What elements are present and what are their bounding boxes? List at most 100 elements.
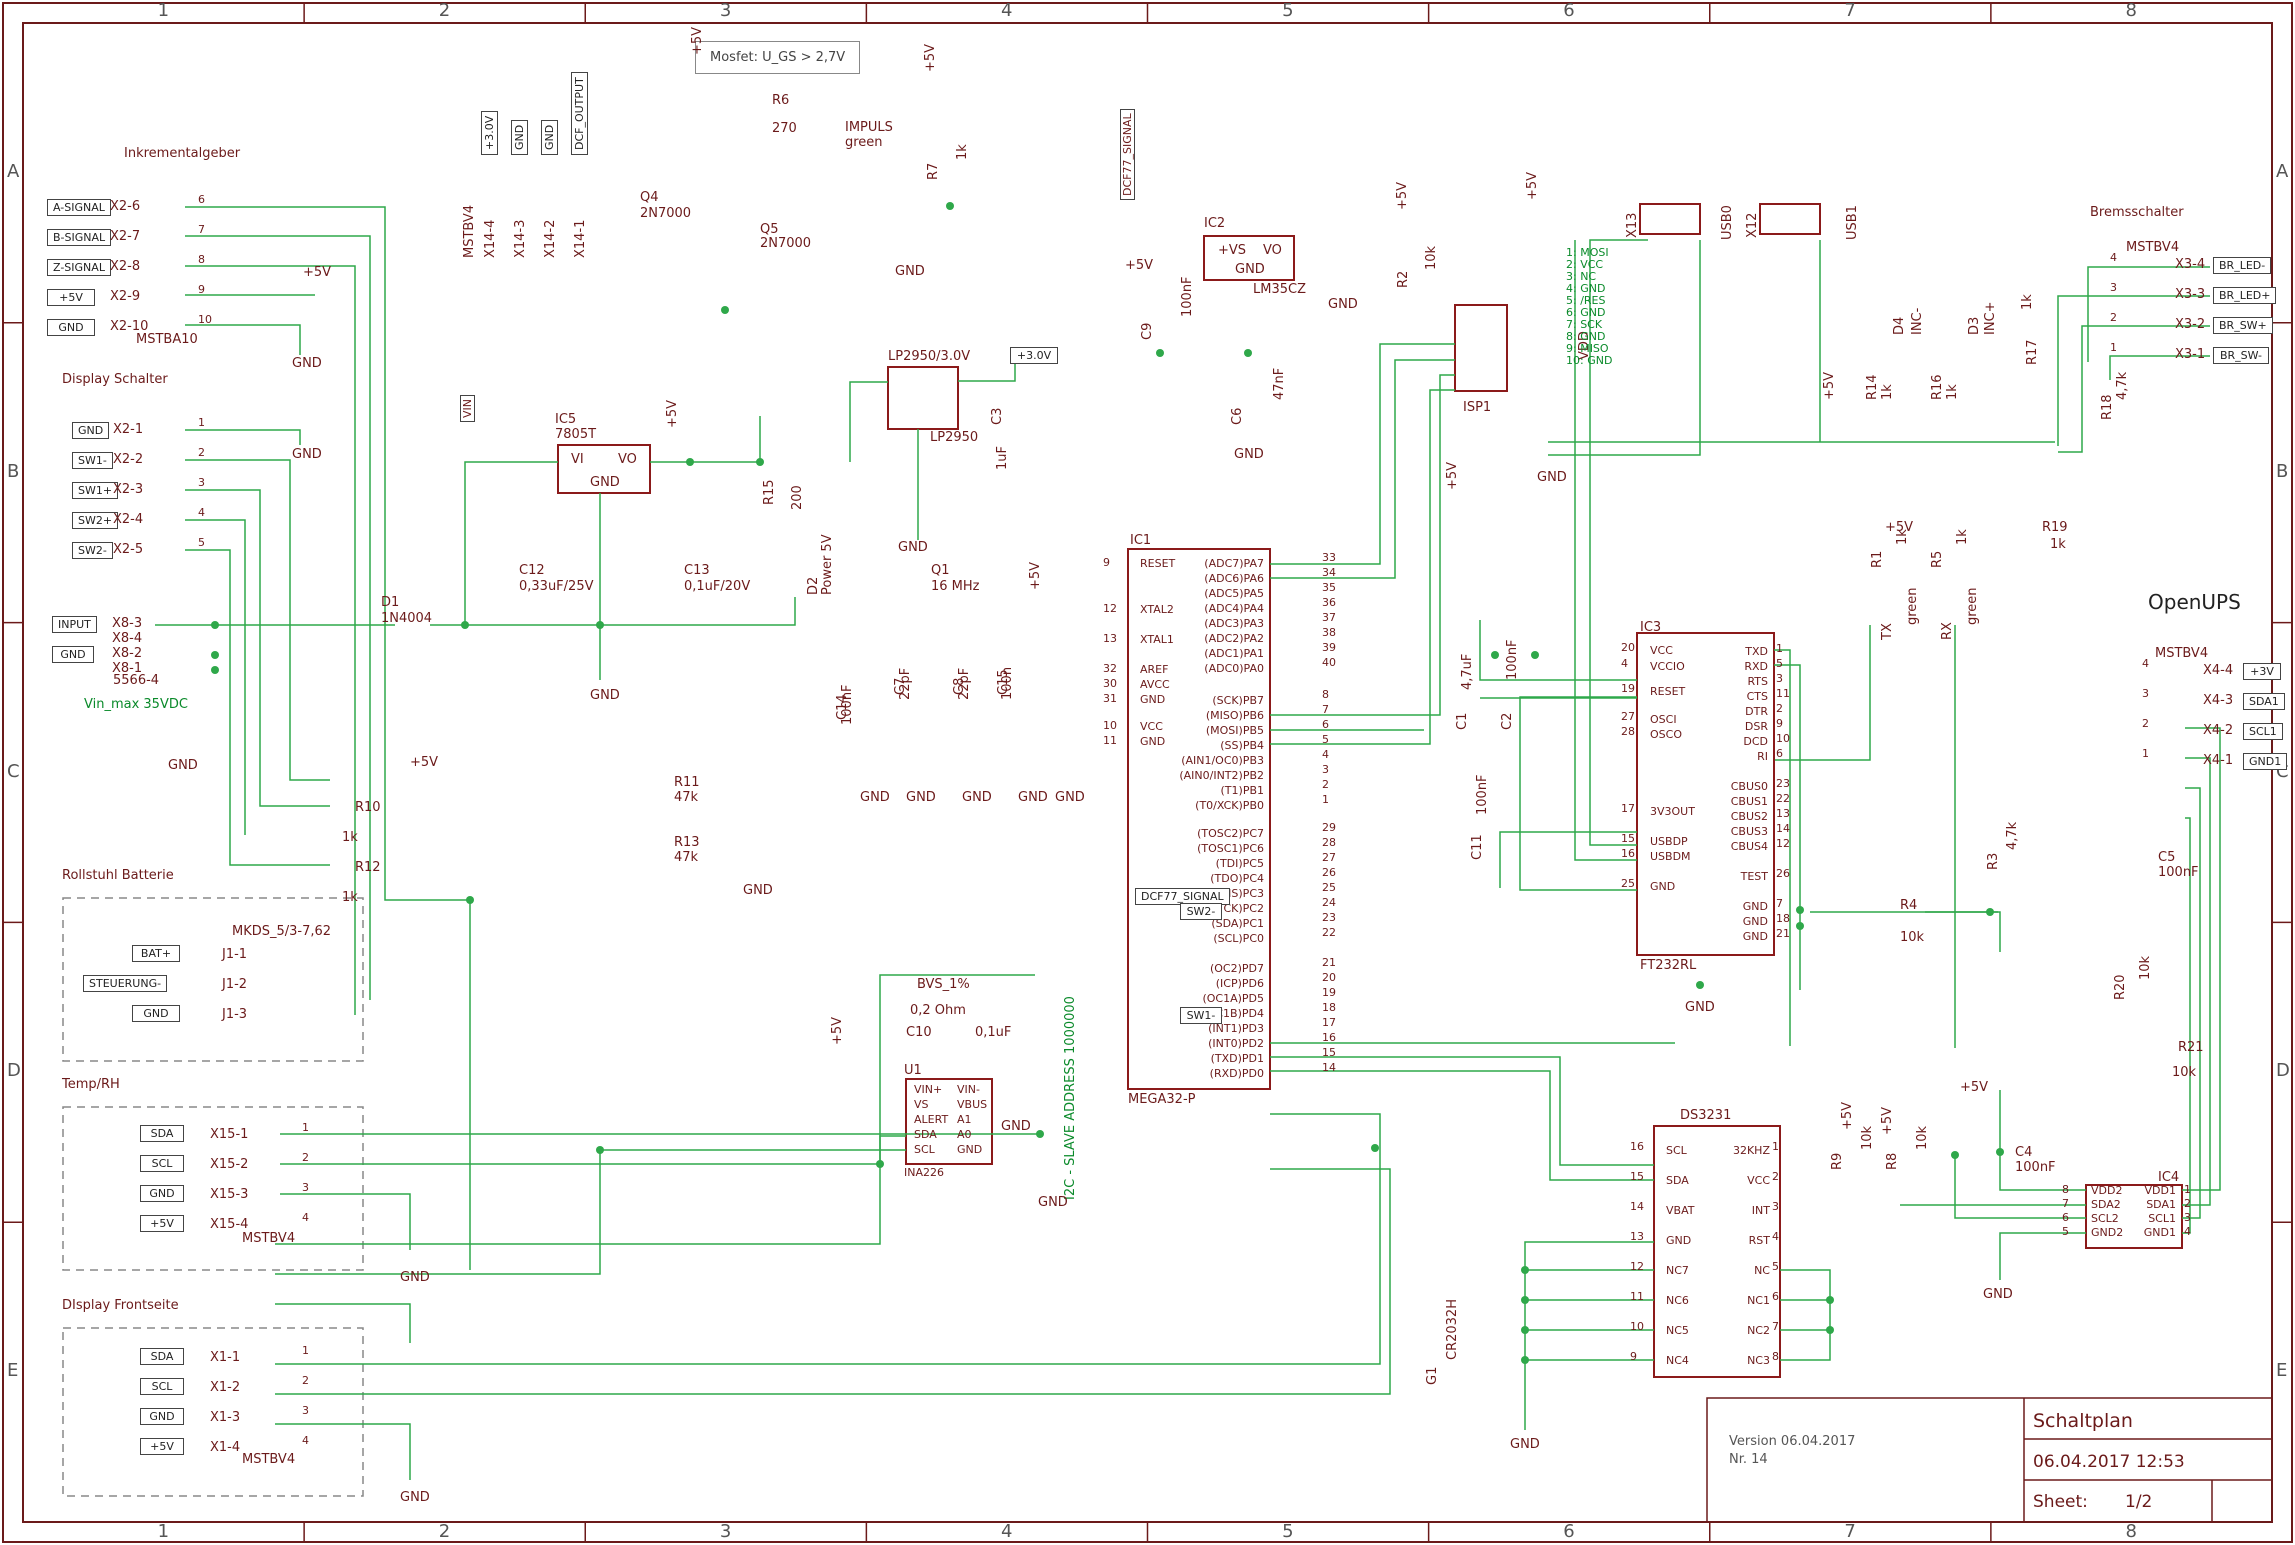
x14-tag: DCF_OUTPUT (571, 72, 588, 155)
x15-pin-label: X15-4 (210, 1217, 249, 1232)
ic3-left-pin-name: USBDM (1650, 850, 1691, 863)
ic4-right-pin-number: 4 (2184, 1225, 2191, 1238)
x3-pin-number: 1 (2110, 341, 2117, 354)
c9-value: 100nF (1180, 276, 1195, 317)
plus5v-label: +5V (1822, 371, 1837, 400)
ds3231-right-pin-number: 6 (1772, 1290, 1779, 1303)
c1-name: C1 (1455, 712, 1470, 730)
ic1-right-pin-number: 36 (1322, 596, 1336, 609)
ic1-value: MEGA32-P (1128, 1092, 1196, 1107)
ic2-name: IC2 (1204, 216, 1226, 231)
impuls-value: green (845, 135, 883, 150)
r7-name: R7 (926, 162, 941, 180)
ic3-left-pin-name: OSCO (1650, 728, 1682, 741)
ic1-right-pin-name: (TDI)PC5 (1215, 857, 1264, 870)
section-display-frontseite: DIsplay Frontseite (62, 1298, 179, 1313)
x15-pin-label: X15-2 (210, 1157, 249, 1172)
gnd-label: GND (906, 790, 936, 805)
c10-name: C10 (906, 1025, 932, 1040)
r12-value: 1k (342, 890, 358, 905)
frame-row-right-A: A (2276, 160, 2289, 182)
x15-tag: +5V (140, 1215, 184, 1232)
r12-name: R12 (355, 860, 381, 875)
c6-value: 47nF (1272, 367, 1287, 400)
frame-col-bottom-6: 6 (1563, 1521, 1575, 1542)
ic1-right-pin-name: (AIN1/OC0)PB3 (1181, 754, 1264, 767)
frame-col-top-5: 5 (1282, 0, 1294, 21)
ic4-left-pin-name: GND2 (2091, 1226, 2124, 1239)
ic1-right-pin-number: 21 (1322, 956, 1336, 969)
c5-name: C5 (2158, 850, 2176, 865)
x15-pin-number: 4 (302, 1211, 309, 1224)
ic1-right-pin-number: 5 (1322, 733, 1329, 746)
ds3231-left-pin-number: 9 (1630, 1350, 1637, 1363)
r15-value: 200 (790, 485, 805, 510)
ic1-right-pin-number: 8 (1322, 688, 1329, 701)
ds3231-right-pin-name: NC1 (1747, 1294, 1770, 1307)
u1-pin-right: VBUS (957, 1098, 988, 1111)
ic1-right-pin-name: (TCK)PC2 (1213, 902, 1264, 915)
section-inkrementalgeber: Inkrementalgeber (124, 146, 241, 161)
ic1-right-pin-name: (T1)PB1 (1220, 784, 1264, 797)
u1-pin-right: A1 (957, 1113, 972, 1126)
ic3-right-pin-number: 26 (1776, 867, 1790, 880)
d1-name: D1 (381, 595, 400, 610)
u1-pin-left: SCL (914, 1143, 935, 1156)
c7-value: 22pF (898, 667, 913, 700)
ic3-right-pin-number: 23 (1776, 777, 1790, 790)
x1-pin-number: 3 (302, 1404, 309, 1417)
c12-name: C12 (519, 563, 545, 578)
ic3-left-pin-number: 25 (1621, 877, 1635, 890)
gnd-label: GND (292, 447, 322, 462)
u1-value: INA226 (904, 1166, 944, 1179)
r10-value: 1k (342, 830, 358, 845)
ic1-right-pin-number: 29 (1322, 821, 1336, 834)
battery-tag: GND (132, 1005, 180, 1022)
x4-pin-label: X4-3 (2203, 693, 2234, 708)
ds3231-left-pin-number: 12 (1630, 1260, 1644, 1273)
frame-col-bottom-7: 7 (1844, 1521, 1856, 1542)
x12-value: USB1 (1845, 205, 1860, 240)
plus5v-label: +5V (923, 43, 938, 72)
ic3-left-pin-name: VCC (1650, 644, 1673, 657)
vin-label: VIN (460, 395, 475, 422)
ic1-right-pin-number: 7 (1322, 703, 1329, 716)
r21-name: R21 (2178, 1040, 2204, 1055)
frame-col-bottom-2: 2 (438, 1521, 451, 1542)
x1-tag: SDA (140, 1348, 184, 1365)
r14-name: R14 (1865, 374, 1880, 400)
gnd-label: GND (400, 1270, 430, 1285)
gnd-label: GND (1685, 1000, 1715, 1015)
ds3231-right-pin-number: 8 (1772, 1350, 1779, 1363)
x1-pin-label: X1-3 (210, 1410, 241, 1425)
x15-pin-number: 3 (302, 1181, 309, 1194)
x1-pin-label: X1-1 (210, 1350, 241, 1365)
r7-value: 1k (955, 144, 970, 160)
gnd-label: GND (400, 1490, 430, 1505)
ic1-right-pin-number: 24 (1322, 896, 1336, 909)
ic3-right-pin-name: CBUS4 (1730, 840, 1768, 853)
ic5-name: IC5 (555, 412, 577, 427)
title-block-sheet-label: Sheet: (2033, 1492, 2088, 1512)
ic4-right-pin-name: VDD1 (2144, 1184, 2176, 1197)
ic1-right-pin-number: 1 (1322, 793, 1329, 806)
frame-col-bottom-1: 1 (157, 1521, 170, 1542)
frame-row-left-A: A (7, 160, 20, 182)
x1-pin-label: X1-4 (210, 1440, 241, 1455)
r10-name: R10 (355, 800, 381, 815)
x2-bottom-tag: GND (72, 422, 110, 439)
ic3-left-pin-number: 19 (1621, 682, 1635, 695)
ic1-right-pin-number: 23 (1322, 911, 1336, 924)
x3-pin-number: 2 (2110, 311, 2117, 324)
plus5v-label: +5V (1395, 181, 1410, 210)
x14-part: MSTBV4 (462, 204, 477, 258)
x4-pin-number: 4 (2142, 657, 2149, 670)
x2-bottom-pin-number: 5 (198, 536, 205, 549)
r17-name: R17 (2025, 339, 2040, 365)
d2-value: Power 5V (820, 534, 835, 595)
ic1-left-pin-name: AREF (1140, 663, 1169, 676)
r20-value: 10k (2138, 955, 2153, 980)
x8-pin-label: X8-3 (112, 616, 143, 631)
ic4-left-pin-name: SCL2 (2091, 1212, 2119, 1225)
